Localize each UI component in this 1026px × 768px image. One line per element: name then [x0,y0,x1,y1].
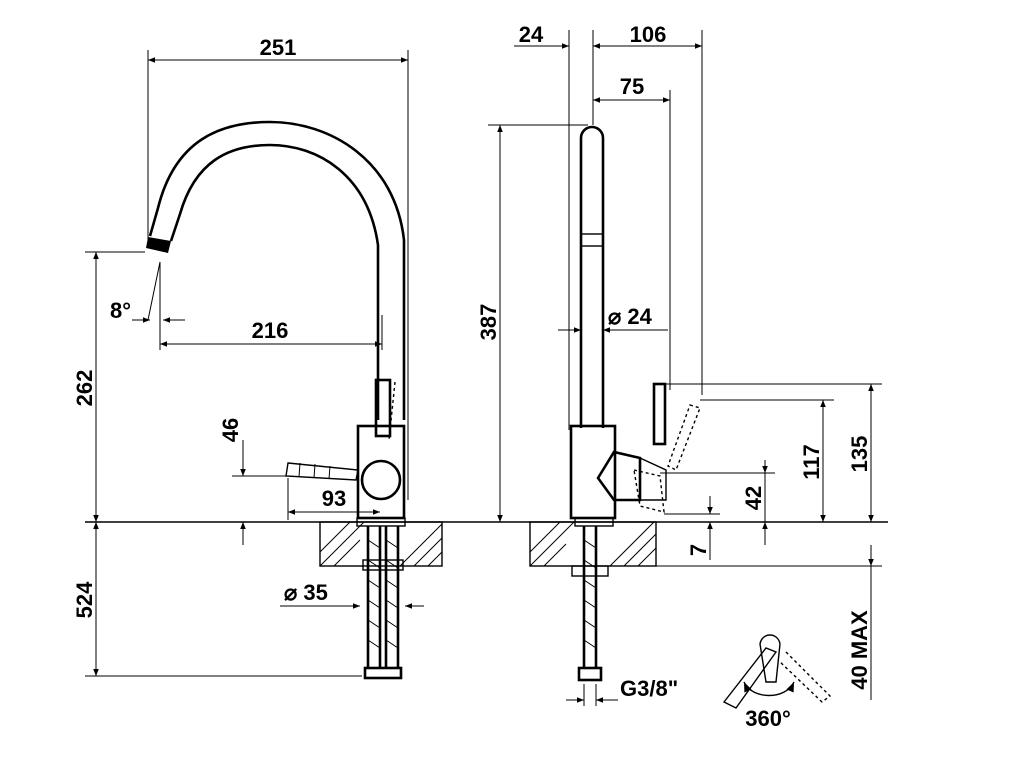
dim-75: 75 [620,74,644,99]
worktop-block-side [529,521,657,567]
dim-251: 251 [260,35,297,60]
spout-tube [579,125,605,428]
dim-8-deg: 8° [110,298,131,323]
dim-42: 42 [741,486,766,510]
side-view: 24 106 75 387 ⌀ 24 117 135 42 7 [476,22,882,731]
mixer-body-side [569,382,701,520]
rotation-icon: 360° [722,634,832,731]
dim-106: 106 [630,22,667,47]
dim-diameter-35: ⌀ 35 [284,580,328,605]
dim-216: 216 [252,318,289,343]
supply-hoses [356,517,406,680]
dim-93: 93 [322,486,346,511]
dim-40-max: 40 MAX [847,610,872,690]
dim-46: 46 [218,418,243,442]
dim-24: 24 [519,22,544,47]
dim-thread-g3-8: G3/8" [620,676,678,701]
dim-262: 262 [72,370,97,407]
spout [146,120,406,420]
dim-diameter-24: ⌀ 24 [608,304,653,329]
dim-524: 524 [72,581,97,618]
dim-7: 7 [686,544,711,556]
dim-135: 135 [847,436,872,473]
supply-hoses-side [571,517,614,682]
dim-117: 117 [799,444,824,480]
rotation-label: 360° [745,706,791,731]
dim-387: 387 [476,304,501,341]
mixer-body [285,378,406,520]
front-view: 251 262 524 8° 216 46 93 ⌀ 35 [72,35,888,680]
